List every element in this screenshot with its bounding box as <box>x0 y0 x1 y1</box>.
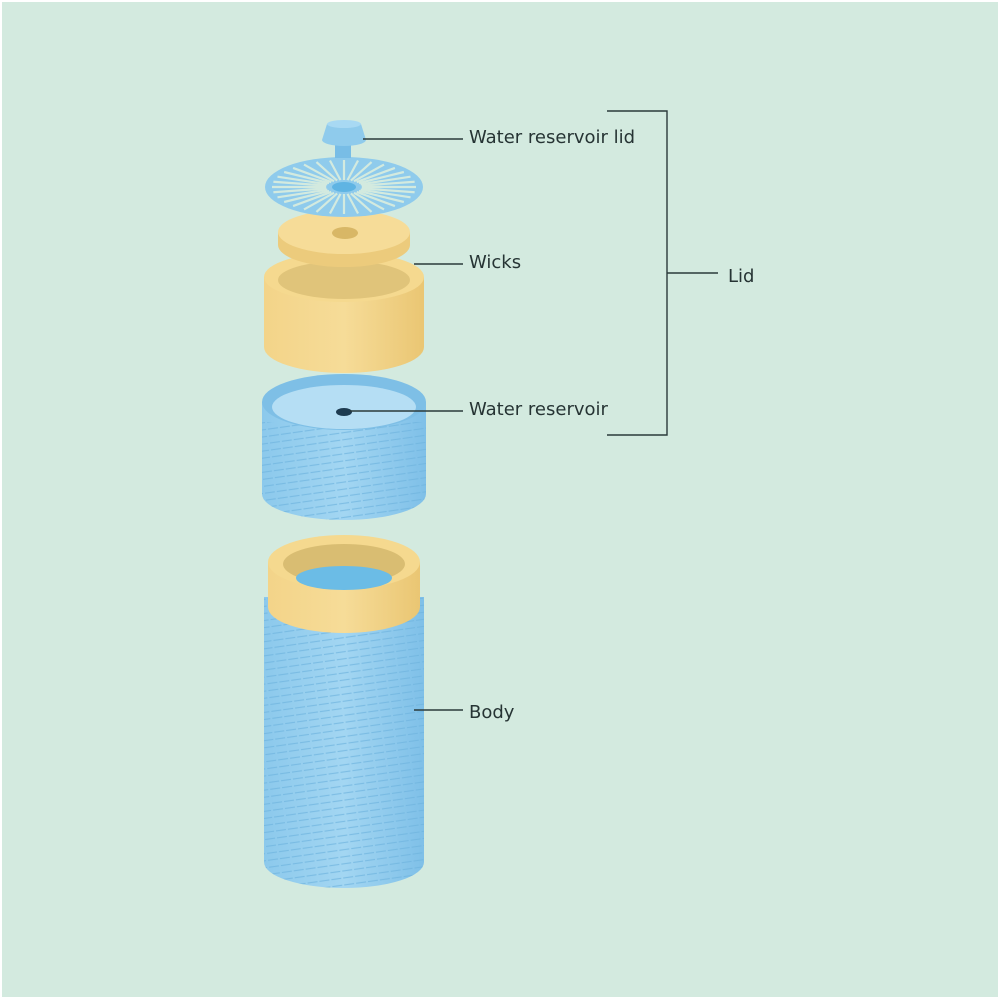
label-water-reservoir: Water reservoir <box>469 399 608 420</box>
grate-spoke <box>277 175 328 186</box>
body-part <box>264 535 424 888</box>
grate-spoke <box>356 166 396 184</box>
grate-spoke <box>361 180 415 187</box>
grate-spoke <box>303 163 335 183</box>
grate-spoke <box>361 187 415 194</box>
label-body: Body <box>469 702 515 723</box>
grate-spoke <box>353 163 385 183</box>
wick-cup-part <box>264 252 424 373</box>
wick-disk-part <box>278 210 410 267</box>
grate-spoke <box>273 180 327 187</box>
grate-spoke <box>292 166 332 184</box>
grate-spoke <box>315 161 338 182</box>
grate-spoke <box>353 191 385 211</box>
grate-spoke <box>346 193 360 215</box>
water-reservoir-part <box>262 374 426 520</box>
grate-disk-part <box>265 157 423 217</box>
label-wicks: Wicks <box>469 252 522 273</box>
label-lid: Lid <box>728 266 755 287</box>
reservoir-lid-knob <box>322 120 366 158</box>
label-water-reservoir-lid: Water reservoir lid <box>469 127 636 148</box>
grate-spoke <box>358 170 405 185</box>
grate-spoke <box>273 187 327 194</box>
grate-spoke <box>350 161 373 182</box>
grate-spoke <box>328 193 342 215</box>
leader-lines <box>350 110 718 711</box>
grate-spoke <box>358 189 405 204</box>
lid-bracket <box>607 110 668 436</box>
grate-spoke <box>292 190 332 208</box>
grate-spoke <box>303 191 335 211</box>
grate-spoke <box>283 170 330 185</box>
grate-spoke <box>277 188 328 199</box>
grate-spoke <box>283 189 330 204</box>
grate-spoke <box>360 188 411 199</box>
grate-spoke <box>346 159 360 181</box>
grate-spoke <box>315 192 338 213</box>
grate-spoke <box>350 192 373 213</box>
grate-spoke <box>360 175 411 186</box>
grate-spoke <box>328 159 342 181</box>
grate-spoke <box>356 190 396 208</box>
